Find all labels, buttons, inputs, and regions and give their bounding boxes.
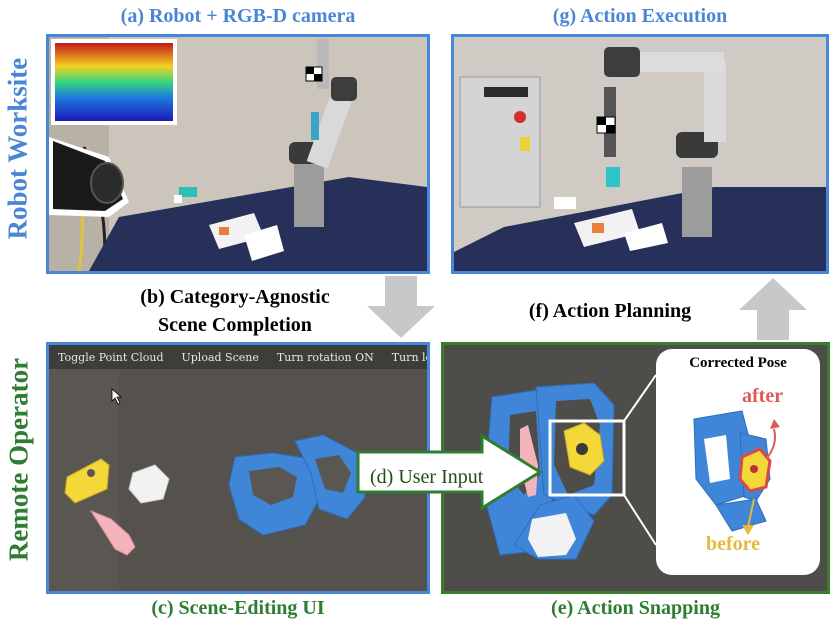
caption-a: (a) Robot + RGB-D camera [120,5,356,27]
caption-b-line2: Scene Completion [158,314,312,336]
before-label: before [706,533,761,555]
corrected-pose-callout: Corrected Pose after before [656,349,820,575]
execution-scene-illustration [454,37,826,271]
panel-robot-camera [46,34,430,274]
corrected-pose-illustration [693,410,780,535]
caption-f: (f) Action Planning [528,300,692,322]
turn-rotation-button[interactable]: Turn rotation ON [276,350,374,364]
arrow-down-icon [367,276,435,338]
corrected-pose-title: Corrected Pose [689,355,787,371]
after-label: after [742,385,784,407]
remote-operator-label: Remote Operator [3,357,34,562]
panel-action-execution [451,34,829,274]
caption-e: (e) Action Snapping [551,597,720,619]
cursor-icon [111,388,123,405]
caption-c: (c) Scene-Editing UI [151,597,325,619]
user-input-label: (d) User Input [370,466,484,488]
arrow-up-icon [739,278,807,340]
panel-action-snapping: Corrected Pose after before [441,342,830,594]
caption-b-line1: (b) Category-Agnostic [140,286,330,308]
user-input-arrow-icon [356,434,543,510]
caption-b: (b) Category-Agnostic Scene Completion [100,283,370,339]
upload-scene-button[interactable]: Upload Scene [181,350,259,364]
robot-scene-illustration [49,37,427,271]
ui-toolbar: Toggle Point Cloud Upload Scene Turn rot… [49,345,427,369]
turn-local-frame-button[interactable]: Turn local frame ON [391,350,427,364]
toggle-point-cloud-button[interactable]: Toggle Point Cloud [58,350,164,364]
caption-g: (g) Action Execution [552,5,728,27]
robot-worksite-label: Robot Worksite [2,57,33,240]
